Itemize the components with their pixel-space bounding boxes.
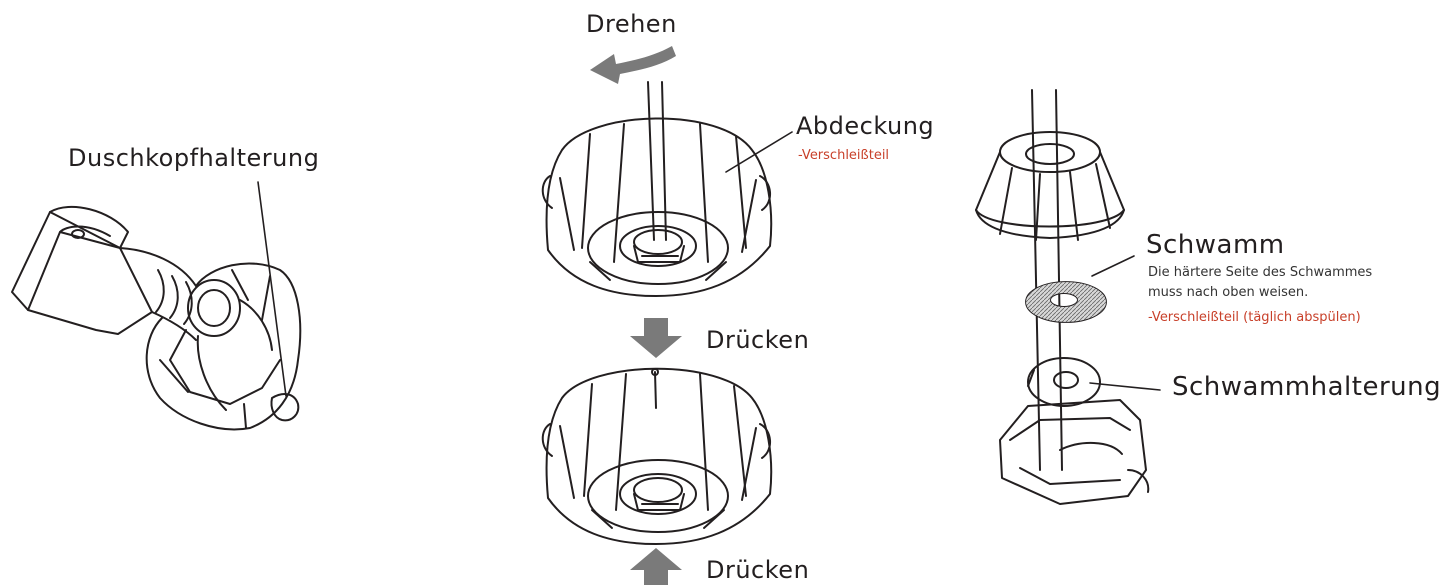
sponge-note-line1: Die härtere Seite des Schwammes	[1148, 265, 1373, 280]
shower-holder-label: Duschkopfhalterung	[68, 144, 320, 172]
shower-head-holder-illustration	[11, 205, 302, 431]
rotate-arrow-icon	[590, 46, 676, 84]
sponge-label: Schwamm	[1146, 230, 1285, 260]
down-arrow-icon	[630, 318, 682, 358]
exploded-view-illustration	[975, 89, 1150, 505]
up-arrow-icon	[630, 548, 682, 585]
press-bottom-label: Drücken	[706, 556, 810, 584]
sponge-wear-note: -Verschleißteil (täglich abspülen)	[1148, 310, 1361, 325]
press-top-label: Drücken	[706, 326, 810, 354]
cover-rotating-illustration	[541, 81, 773, 297]
sponge-note-line2: muss nach oben weisen.	[1148, 285, 1309, 300]
sponge-holder-label: Schwammhalterung	[1172, 372, 1442, 402]
cover-pressed-illustration	[541, 367, 773, 545]
rotate-label: Drehen	[586, 10, 677, 38]
sponge-shape	[1026, 282, 1106, 322]
cover-label: Abdeckung	[796, 112, 935, 140]
cover-wear-note: -Verschleißteil	[798, 148, 890, 163]
